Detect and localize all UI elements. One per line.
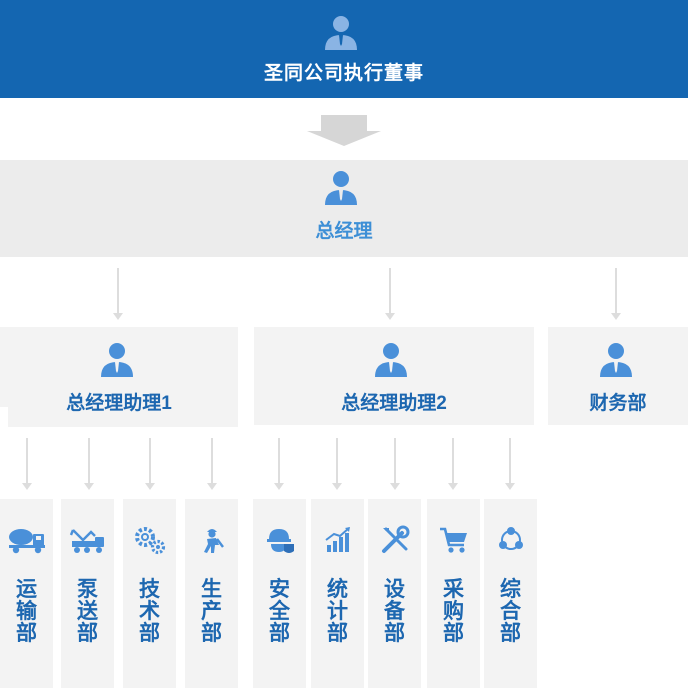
dept-label-char: 输 [16,600,37,623]
dept-label-char: 泵 [77,578,98,601]
bar-chart-icon [311,523,364,557]
general-manager-title: 总经理 [315,221,373,242]
connector-arrow [390,483,400,490]
connector-line [394,438,396,483]
dept-label-char: 统 [327,578,348,601]
finance-title: 财务部 [589,393,647,414]
assistant-1-box-tail [8,407,238,427]
dept-label-char: 产 [201,600,222,623]
dept-label-char: 部 [500,622,521,645]
connector-line [211,438,213,483]
dept-statistics-column [311,499,364,688]
dept-pumping-column [61,499,114,688]
dept-label-statistics: 统 计 部 [311,579,364,645]
dept-label-transport: 运 输 部 [0,579,53,645]
connector-arrow [385,313,395,320]
person-icon [101,343,133,377]
dept-label-technology: 技 术 部 [123,579,176,645]
connector-line [389,268,391,313]
pump-truck-icon [61,523,114,557]
dept-purchasing-column [427,499,480,688]
person-icon [375,343,407,377]
connector-line [452,438,454,483]
connector-arrow [22,483,32,490]
dept-label-char: 生 [201,578,222,601]
connector-line [509,438,511,483]
dept-label-char: 部 [77,622,98,645]
connector-line [149,438,151,483]
dept-label-char: 技 [139,578,160,601]
dept-label-char: 部 [443,622,464,645]
shopping-cart-icon [427,523,480,557]
connector-arrow [332,483,342,490]
connector-line [615,268,617,313]
connector-line [278,438,280,483]
dept-label-general: 综 合 部 [484,579,537,645]
person-icon [600,343,632,377]
dept-label-char: 部 [269,622,290,645]
worker-icon [185,523,238,557]
dept-label-safety: 安 全 部 [253,579,306,645]
connector-arrow [207,483,217,490]
dept-label-char: 运 [16,578,37,601]
dept-label-char: 备 [384,600,405,623]
connector-arrow [84,483,94,490]
dept-label-char: 综 [500,578,521,601]
connector-line [117,268,119,313]
dept-equipment-column [368,499,421,688]
board-title: 圣同公司执行董事 [263,63,424,84]
down-arrow-icon [307,115,381,146]
dept-label-char: 合 [500,600,521,623]
dept-label-pumping: 泵 送 部 [61,579,114,645]
dept-label-char: 全 [269,600,290,623]
connector-arrow [274,483,284,490]
connector-line [88,438,90,483]
connector-line [26,438,28,483]
assistant-1-title: 总经理助理1 [66,393,172,414]
dept-label-char: 安 [269,578,290,601]
dept-label-char: 设 [384,578,405,601]
dept-label-equipment: 设 备 部 [368,579,421,645]
dept-label-production: 生 产 部 [185,579,238,645]
dept-label-char: 部 [16,622,37,645]
dept-label-char: 购 [443,600,464,623]
dept-label-char: 术 [139,600,160,623]
dept-label-char: 部 [201,622,222,645]
dept-label-char: 部 [139,622,160,645]
dept-label-char: 计 [327,600,348,623]
connector-arrow [505,483,515,490]
mixer-truck-icon [0,523,53,557]
gears-icon [123,523,176,557]
assistant-2-title: 总经理助理2 [341,393,447,414]
connector-arrow [145,483,155,490]
connector-arrow [448,483,458,490]
dept-label-purchasing: 采 购 部 [427,579,480,645]
safety-helmet-icon [253,523,306,557]
tools-icon [368,523,421,557]
person-icon [325,171,357,205]
dept-label-char: 送 [77,600,98,623]
dept-label-char: 部 [384,622,405,645]
dept-label-char: 采 [443,578,464,601]
network-icon [484,523,537,557]
connector-line [336,438,338,483]
person-icon [325,16,357,50]
dept-label-char: 部 [327,622,348,645]
connector-arrow [113,313,123,320]
connector-arrow [611,313,621,320]
